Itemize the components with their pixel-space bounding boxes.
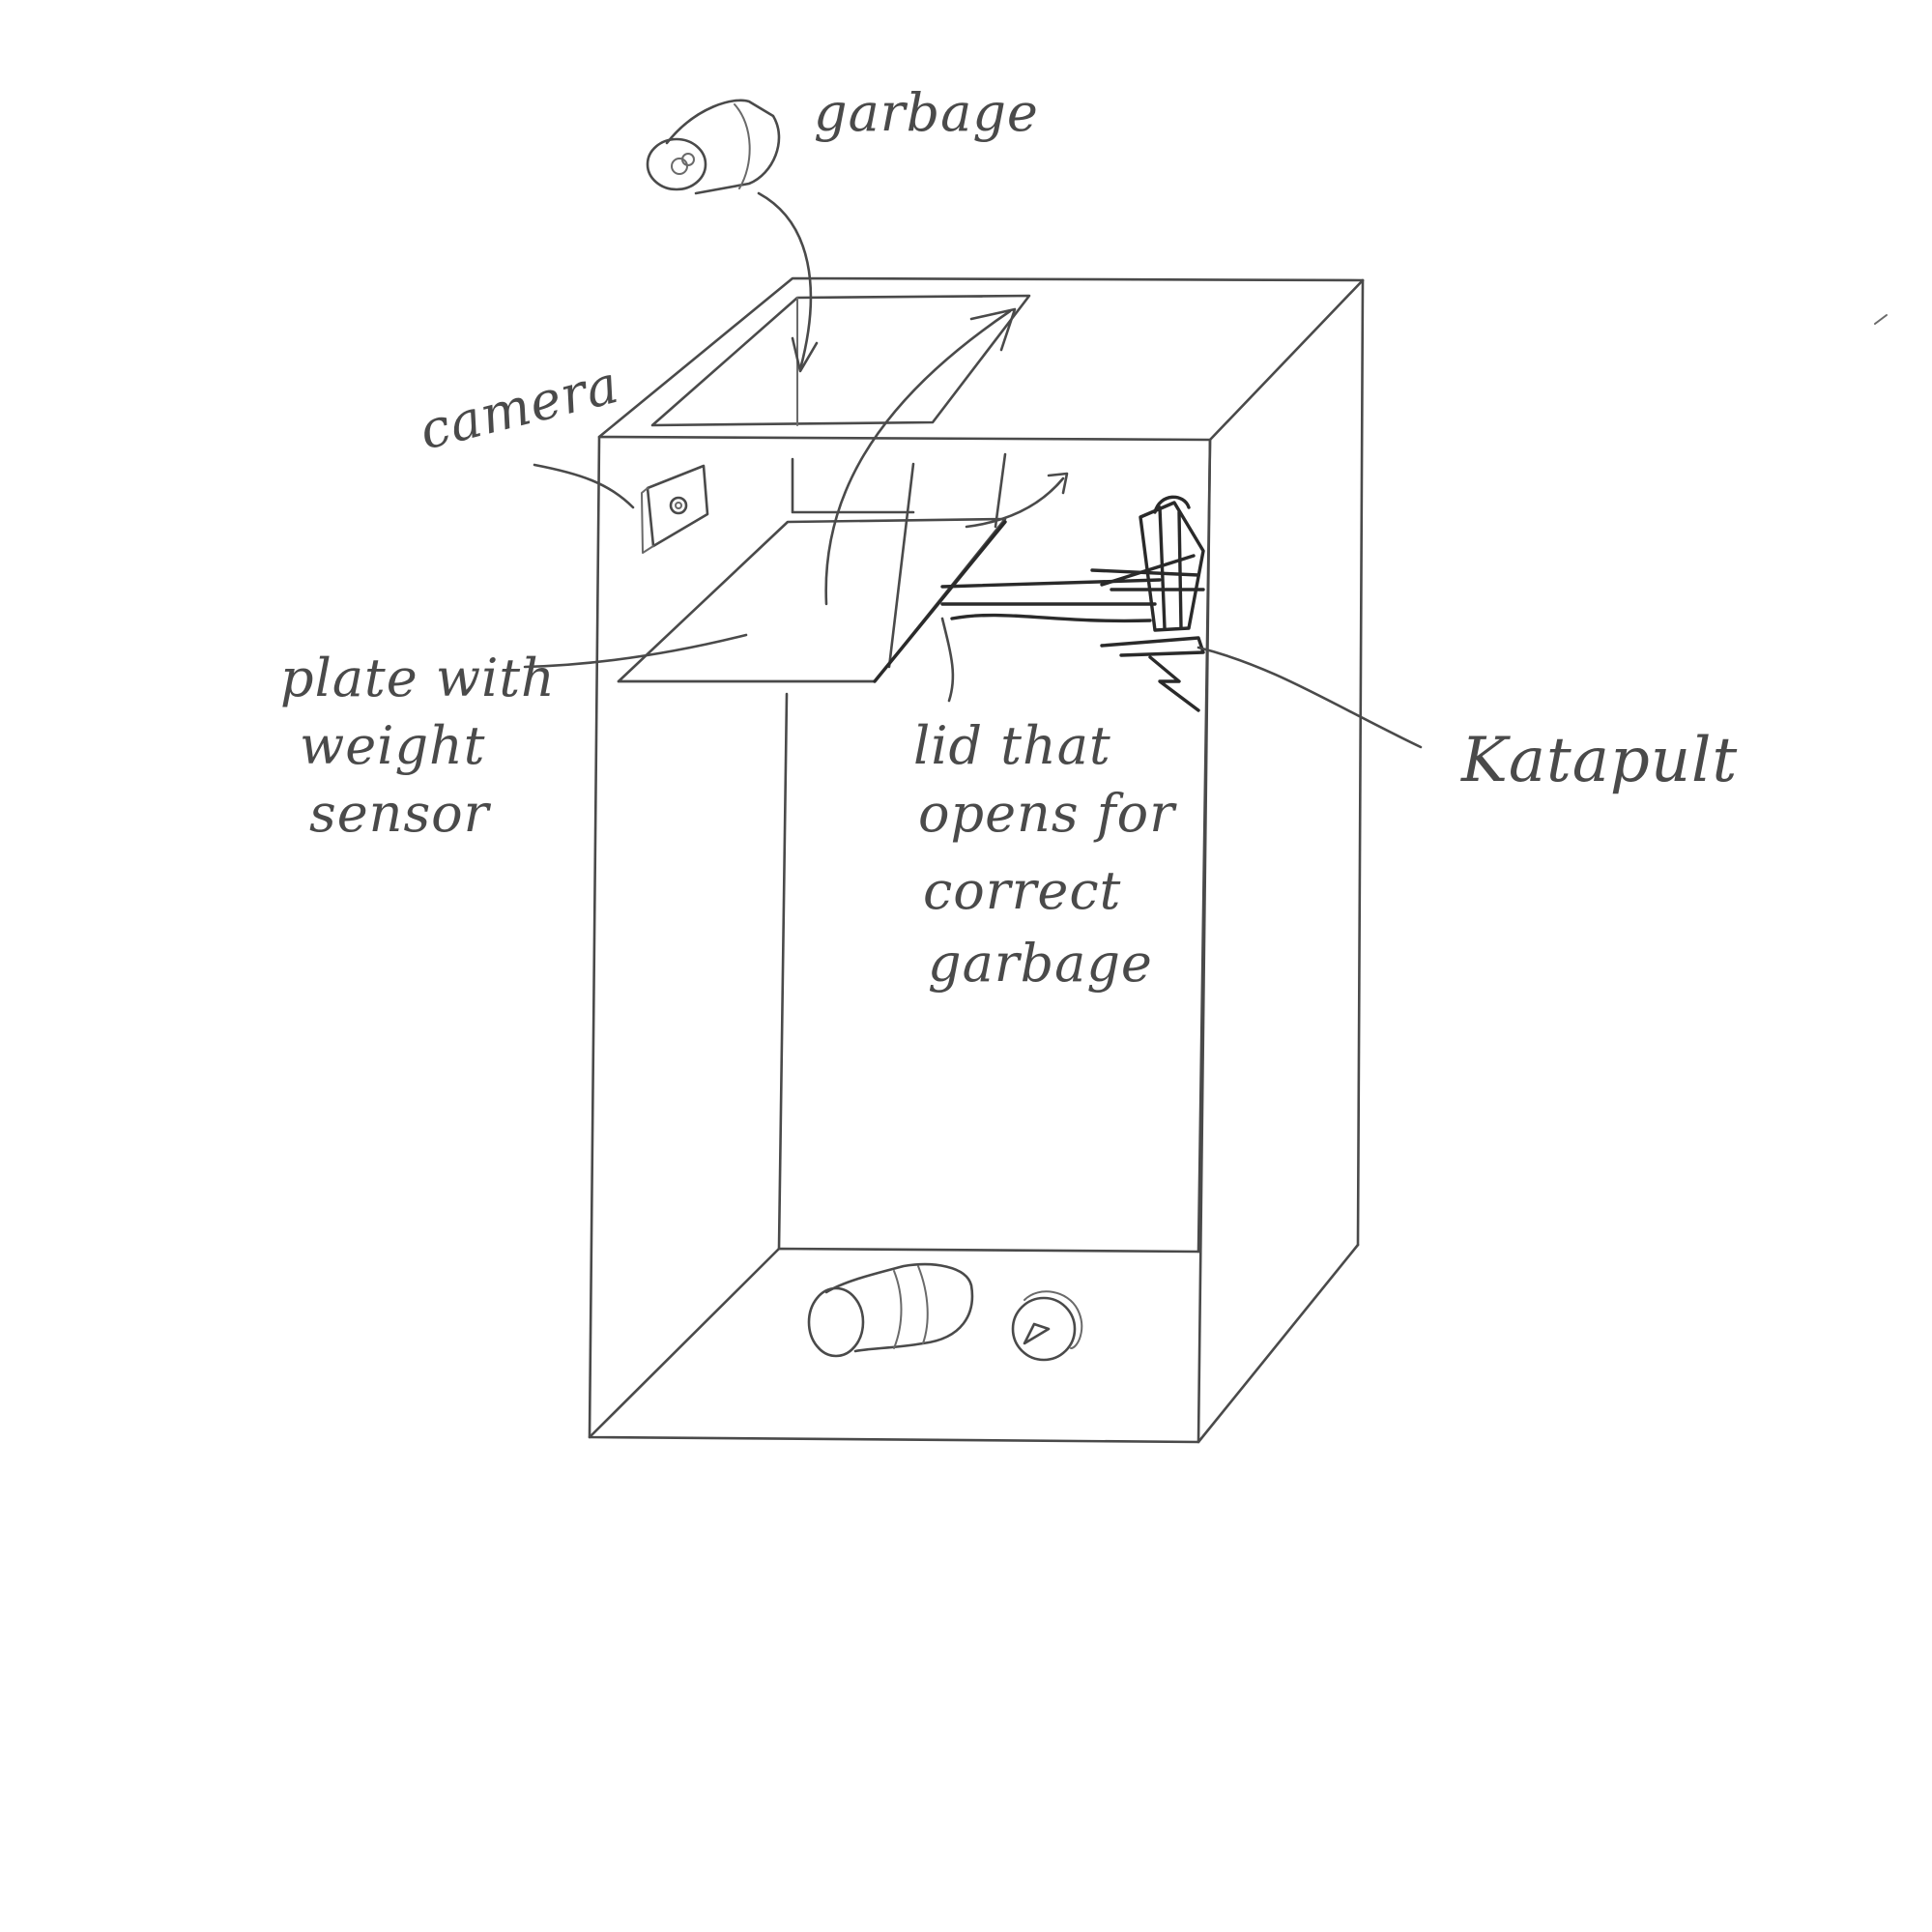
katapult-head	[1140, 503, 1203, 630]
garbage-bottom	[809, 1264, 1081, 1360]
lid-back-line	[995, 454, 1005, 527]
apple-core-seed	[1024, 1324, 1049, 1343]
throw-arrow-curve	[826, 311, 1010, 604]
katapult-arm-top	[942, 580, 1160, 587]
box-bottom-back-edge	[590, 1249, 1198, 1437]
can-top-band	[735, 104, 750, 188]
label-lid-line2: opens for	[918, 783, 1177, 844]
bottle-end	[809, 1288, 863, 1356]
drop-arrow-curve	[759, 193, 811, 369]
box-top-right-edge	[1210, 280, 1363, 440]
katapult-base	[1102, 638, 1203, 655]
can-top-hole	[672, 159, 687, 174]
garbage-can-top	[648, 101, 779, 193]
bottle-body	[826, 1264, 972, 1351]
camera-drawing	[534, 465, 707, 553]
camera-pointer-line	[534, 465, 633, 507]
camera-body	[648, 466, 707, 546]
bottle-band-2	[918, 1266, 928, 1343]
stray-mark	[1875, 315, 1887, 324]
katapult-pointer-line	[1198, 648, 1421, 747]
lid-flap	[875, 454, 1067, 681]
can-top-end	[648, 139, 706, 189]
plate-pointer-line	[525, 635, 746, 667]
label-plate-line2: weight	[300, 715, 486, 776]
plate-outline	[619, 519, 1005, 681]
katapult-head-detail-2	[1179, 512, 1181, 628]
label-garbage: garbage	[814, 82, 1039, 143]
apple-core	[1013, 1298, 1075, 1360]
katapult-drawing	[942, 497, 1421, 747]
can-top-body	[667, 101, 779, 193]
lid-pointer-line	[942, 619, 953, 701]
label-katapult: Katapult	[1460, 725, 1738, 796]
label-plate-line1: plate with	[280, 648, 556, 708]
label-plate-line3: sensor	[309, 783, 492, 844]
label-lid-line4: garbage	[928, 933, 1153, 994]
top-opening	[652, 296, 1029, 667]
opening-outline	[652, 296, 1029, 425]
inner-wall-left	[779, 694, 787, 1249]
lid-line	[875, 522, 1005, 681]
camera-lens-inner	[676, 503, 681, 508]
katapult-arm-mid	[952, 616, 1150, 621]
katapult-spring	[1150, 657, 1198, 710]
box-bottom-right-edge	[1198, 1245, 1358, 1442]
chute-left-wall	[793, 459, 913, 512]
label-camera: camera	[414, 354, 625, 462]
label-lid-line3: correct	[923, 860, 1121, 921]
label-lid-line1: lid that	[913, 715, 1111, 776]
box-back-right-edge	[1358, 280, 1363, 1245]
camera-lens	[671, 498, 686, 513]
weight-plate	[619, 519, 1005, 681]
bottle-band-1	[894, 1271, 902, 1348]
